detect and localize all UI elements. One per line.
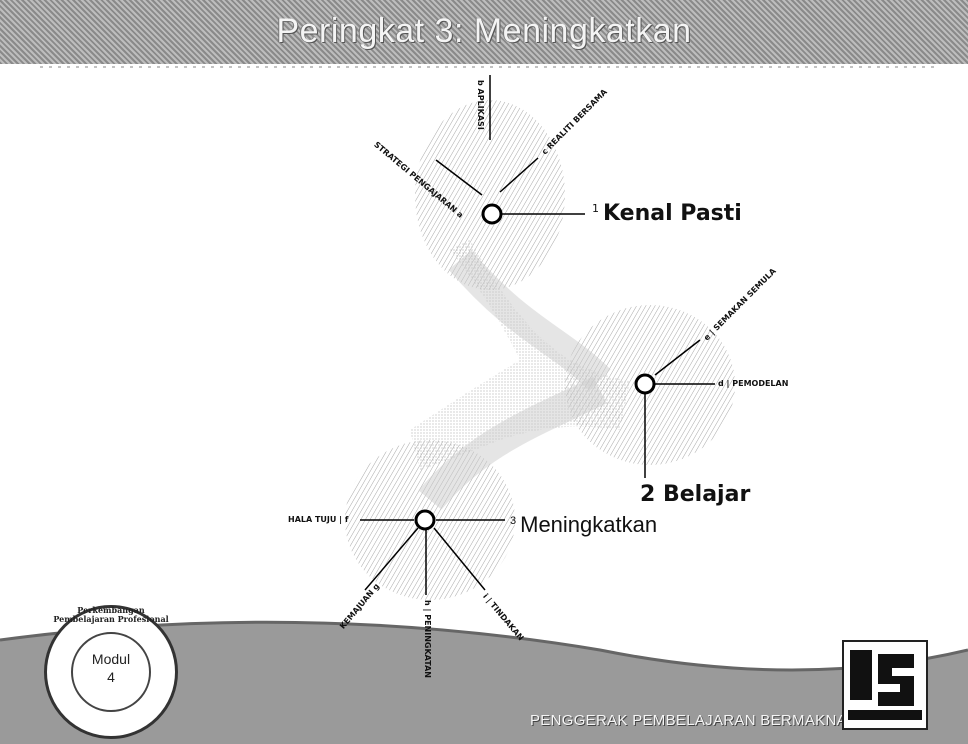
node-1-circle <box>483 205 501 223</box>
logo <box>842 640 928 730</box>
node-1-label: 1 Kenal Pasti <box>592 201 742 226</box>
node-2-circle <box>636 375 654 393</box>
badge-line2: 4 <box>47 669 175 685</box>
badge-ring-text: Perkembangan Pembelajaran Profesional <box>49 606 173 624</box>
node-2-text: Belajar <box>663 482 750 507</box>
node-3-label: 3 Meningkatkan <box>510 512 657 538</box>
badge-line1: Modul <box>47 651 175 667</box>
node-3-number: 3 <box>510 515 516 527</box>
node-3-circle <box>416 511 434 529</box>
spoke-f-label: HALA TUJU | f <box>288 515 348 524</box>
footer-tagline: PENGGERAK PEMBELAJARAN BERMAKNA <box>530 712 847 729</box>
node-1-number: 1 <box>592 202 599 215</box>
node-3-text: Meningkatkan <box>520 512 657 537</box>
spoke-b-label: b APLIKASI <box>476 80 485 130</box>
node-2-number: 2 <box>640 482 655 507</box>
spoke-h-label: h | PENINGKATAN <box>423 600 432 678</box>
module-badge: Modul 4 Perkembangan Pembelajaran Profes… <box>44 605 178 739</box>
logo-icon <box>844 642 926 728</box>
spoke-d-label: d | PEMODELAN <box>718 379 788 388</box>
node-1-text: Kenal Pasti <box>603 201 742 226</box>
node-2-label: 2 Belajar <box>640 482 750 507</box>
